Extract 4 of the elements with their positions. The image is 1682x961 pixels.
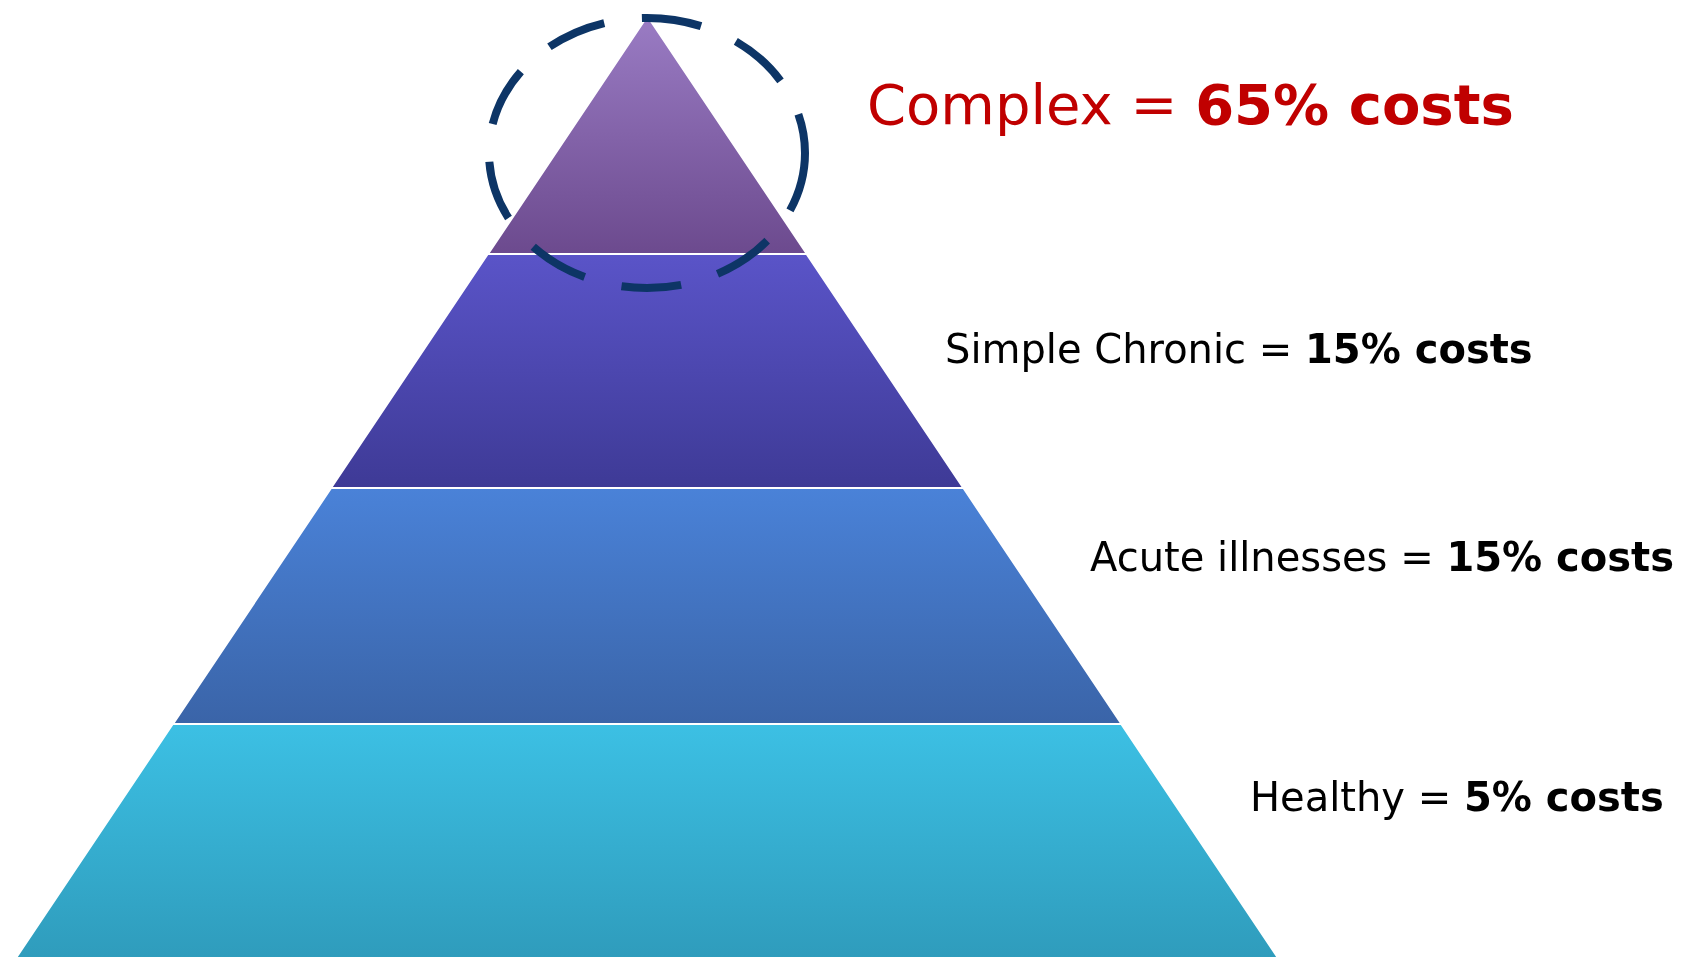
cost-label: Complex = 65% costs: [867, 72, 1514, 137]
cost-label: Acute illnesses = 15% costs: [1090, 534, 1674, 580]
cost-label: Healthy = 5% costs: [1250, 774, 1664, 820]
cost-label: Simple Chronic = 15% costs: [945, 326, 1533, 372]
